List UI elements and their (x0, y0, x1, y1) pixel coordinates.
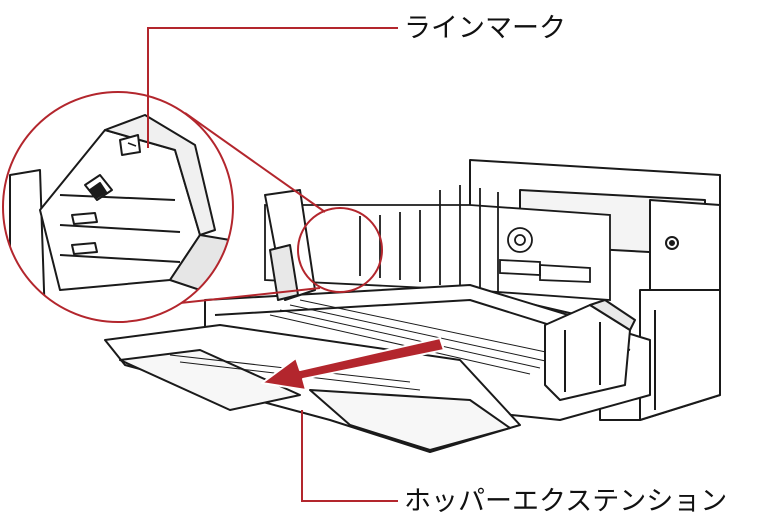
leader-line-line-mark (147, 27, 398, 148)
left-side-guide (264, 189, 316, 301)
right-side-guide (544, 299, 636, 401)
line-mark-label: ラインマーク (404, 13, 566, 44)
leader-line-hopper-extension (301, 410, 398, 502)
hopper-extension-label: ホッパーエクステンション (404, 486, 728, 517)
leader-lines (147, 27, 398, 502)
pull-direction-arrow (261, 337, 445, 391)
feed-area (264, 185, 611, 301)
detail-highlight-circle (297, 207, 383, 293)
magnified-detail (2, 91, 234, 323)
magnification-connector (179, 112, 326, 304)
